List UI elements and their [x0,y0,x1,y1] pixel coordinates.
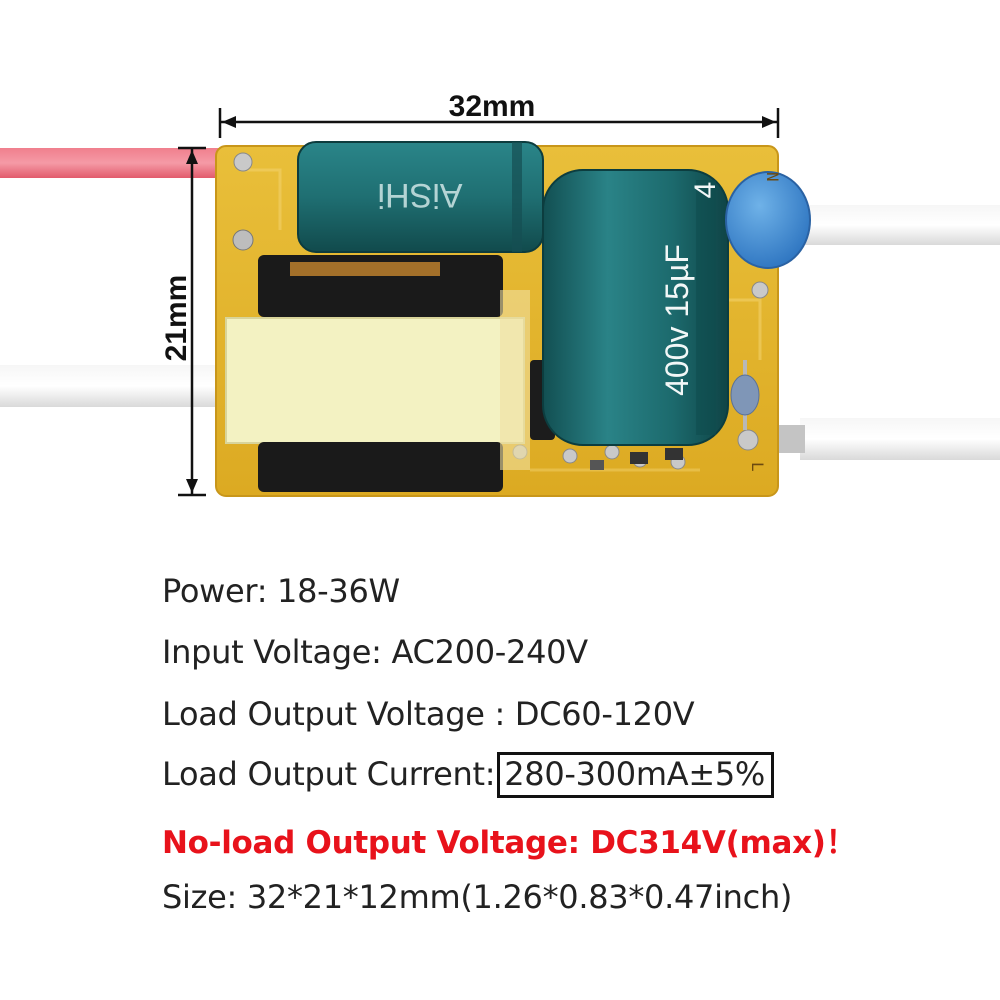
width-dimension [218,108,780,138]
small-capacitor: AiSHi [297,141,544,253]
solder-pads [232,152,769,470]
smd-components [590,448,683,470]
product-photo: 32mm 21mm AiSHi [0,90,1000,497]
spec-no-load-output-voltage: No-load Output Voltage: DC314V(max)！ [162,825,857,861]
height-label: 21mm [160,275,193,362]
height-dimension [178,146,206,497]
spec-load-output-current-label: Load Output Current: [162,755,496,793]
large-capacitor: 400v 15µF 4 [542,169,729,446]
resistor [730,360,760,430]
spec-size: Size: 32*21*12mm(1.26*0.83*0.47inch) [162,878,793,916]
white-wire-left [0,365,225,407]
spec-load-output-current: Load Output Current:280-300mA±5% [162,752,774,798]
spec-power: Power: 18-36W [162,572,400,610]
large-capacitor-rating: 400v 15µF [659,244,695,396]
blue-ceramic-capacitor [725,171,811,269]
spec-input-voltage: Input Voltage: AC200-240V [162,633,588,671]
small-capacitor-brand: AiSHi [377,176,462,214]
large-capacitor-edge-mark: 4 [689,182,722,199]
width-label: 32mm [449,90,536,123]
red-wire [0,148,220,178]
spec-load-output-current-value: 280-300mA±5% [497,752,774,798]
spec-load-output-voltage: Load Output Voltage : DC60-120V [162,695,695,733]
transformer [225,255,530,492]
pad-label-n: N [763,172,782,182]
pad-label-l: L [748,462,767,472]
